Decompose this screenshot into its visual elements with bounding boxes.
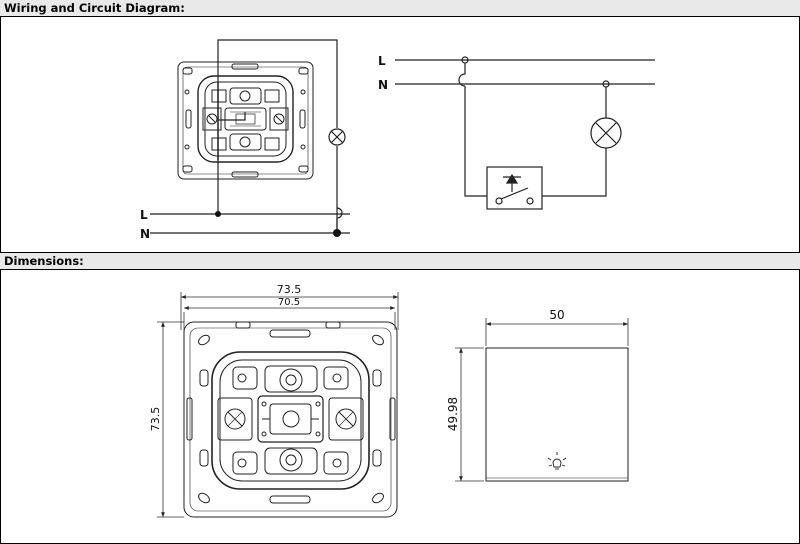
wiring-section-title: Wiring and Circuit Diagram: — [4, 1, 185, 15]
switch-front-view-outline — [183, 321, 398, 518]
wiring-label-L: L — [140, 208, 148, 222]
dimensions-section-header: Dimensions: — [0, 253, 800, 270]
schematic-pushbutton-switch-icon — [486, 166, 543, 210]
switch-mechanism-front-view — [177, 61, 314, 180]
cover-width-label: 50 — [549, 308, 564, 322]
inner-width-label: 70.5 — [278, 297, 300, 308]
outer-width-label: 73.5 — [277, 283, 302, 296]
cover-side-view — [485, 347, 629, 482]
front-height-label: 73.5 — [149, 407, 162, 432]
wiring-section-header: Wiring and Circuit Diagram: — [0, 0, 800, 17]
cover-height-label: 49.98 — [446, 397, 460, 431]
schematic-label-N: N — [378, 78, 388, 92]
wiring-junction-N — [333, 229, 341, 237]
dimension-lines-side — [455, 318, 629, 482]
wiring-label-N: N — [140, 227, 150, 241]
wiring-lamp-icon — [328, 128, 346, 146]
circuit-schematic — [395, 56, 655, 197]
wiring-junction-L — [215, 211, 221, 217]
wiring-lines — [150, 39, 350, 234]
schematic-label-L: L — [378, 54, 386, 68]
dimensions-section-title: Dimensions: — [4, 254, 84, 268]
schematic-lamp-icon — [590, 117, 622, 149]
dimension-lines-front — [157, 292, 399, 518]
section-divider — [0, 252, 800, 253]
light-indicator-icon — [547, 452, 567, 470]
